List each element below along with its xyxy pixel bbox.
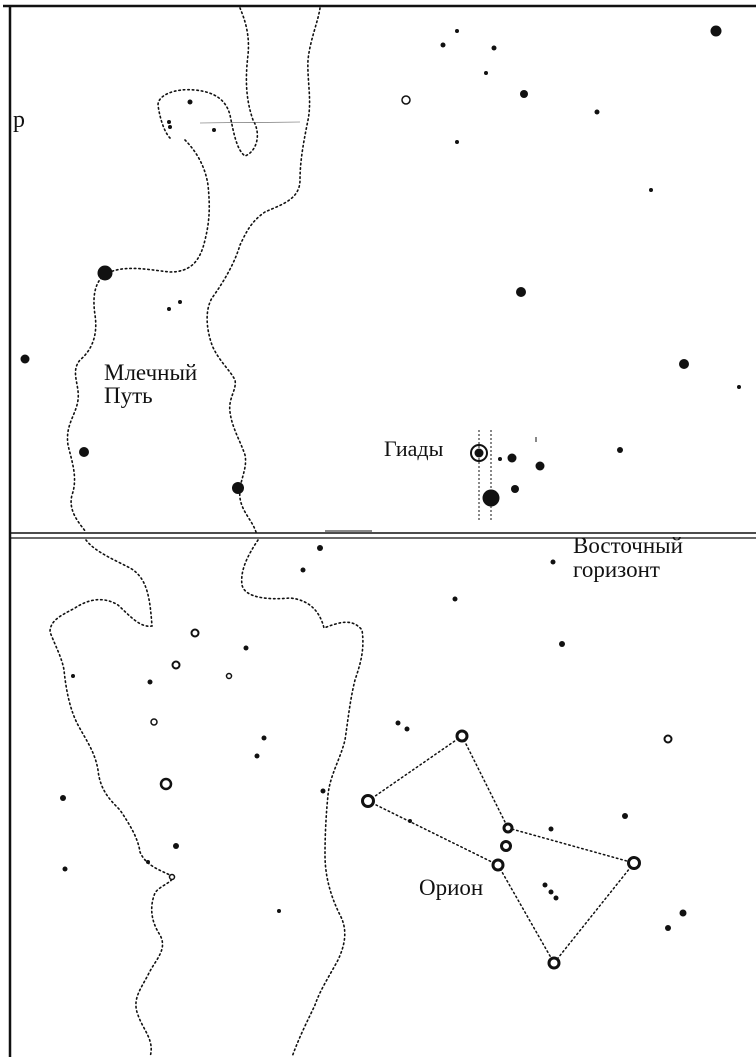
star — [710, 25, 722, 37]
star — [737, 385, 741, 389]
star — [178, 300, 182, 304]
star — [649, 188, 653, 192]
star — [455, 140, 459, 144]
star — [300, 567, 306, 573]
milky-way-boundary — [49, 7, 364, 1057]
star — [167, 307, 171, 311]
star — [71, 674, 75, 678]
orion-figure — [361, 729, 641, 970]
star — [317, 545, 323, 551]
edge-letter-label: р — [13, 107, 25, 133]
star — [484, 71, 488, 75]
star — [491, 45, 497, 51]
orion-star-rigel — [627, 856, 641, 870]
star — [452, 596, 458, 602]
star — [548, 826, 554, 832]
star-open — [150, 718, 158, 726]
milky-way-label-line2: Путь — [104, 383, 153, 408]
star — [679, 359, 689, 369]
star — [622, 813, 628, 819]
faint-line — [199, 121, 301, 124]
star — [168, 125, 172, 129]
star — [511, 485, 519, 493]
milky-way-right-edge-upper — [206, 7, 321, 533]
milky-way-left-edge-upper — [66, 7, 259, 533]
star — [516, 287, 526, 297]
orion-star-belt — [491, 858, 505, 872]
star — [20, 354, 30, 364]
star — [320, 788, 326, 794]
hyades-label: Гиады — [384, 436, 444, 461]
star — [550, 559, 556, 565]
star — [173, 843, 179, 849]
orion-star-betelgeuse — [361, 794, 375, 808]
star — [404, 726, 410, 732]
star — [679, 909, 687, 917]
star — [60, 795, 66, 801]
horizon-label-line2: горизонт — [573, 557, 660, 582]
star-open — [190, 628, 200, 638]
aldebaran-marker — [470, 430, 537, 522]
star-open — [225, 672, 233, 680]
star-open — [401, 95, 411, 105]
orion-star-belt — [502, 822, 514, 834]
star — [455, 29, 459, 33]
star — [254, 753, 260, 759]
frame — [3, 4, 756, 1057]
horizon-label-line1: Восточный — [573, 533, 683, 558]
orion-star-bellatrix — [455, 729, 469, 743]
star — [520, 90, 528, 98]
star-open — [663, 734, 673, 744]
star — [440, 42, 446, 48]
orion-star-saiph — [547, 956, 561, 970]
star — [187, 99, 193, 105]
stars — [20, 25, 741, 931]
star — [395, 720, 401, 726]
orion-label: Орион — [419, 875, 483, 900]
star — [665, 925, 671, 931]
star — [498, 457, 502, 461]
star-open — [159, 777, 173, 791]
star — [542, 882, 548, 888]
star — [507, 453, 517, 463]
star — [243, 645, 249, 651]
star — [79, 447, 89, 457]
star — [62, 866, 68, 872]
star — [277, 909, 281, 913]
star — [535, 461, 545, 471]
orion-star-belt — [500, 840, 512, 852]
star — [617, 447, 623, 453]
star — [212, 128, 216, 132]
star — [146, 860, 150, 864]
star — [97, 265, 113, 281]
star — [261, 735, 267, 741]
star — [594, 109, 600, 115]
milky-way-label-line1: Млечный — [104, 360, 197, 385]
star — [147, 679, 153, 685]
star — [167, 120, 171, 124]
star-open — [171, 660, 181, 670]
milky-way-right-edge-lower — [240, 539, 364, 1057]
star — [559, 641, 565, 647]
star-open — [168, 873, 176, 881]
milky-way-left-edge-lower — [49, 539, 174, 1057]
open-stars — [150, 95, 673, 881]
star — [548, 889, 554, 895]
star — [553, 895, 559, 901]
star — [232, 482, 244, 494]
